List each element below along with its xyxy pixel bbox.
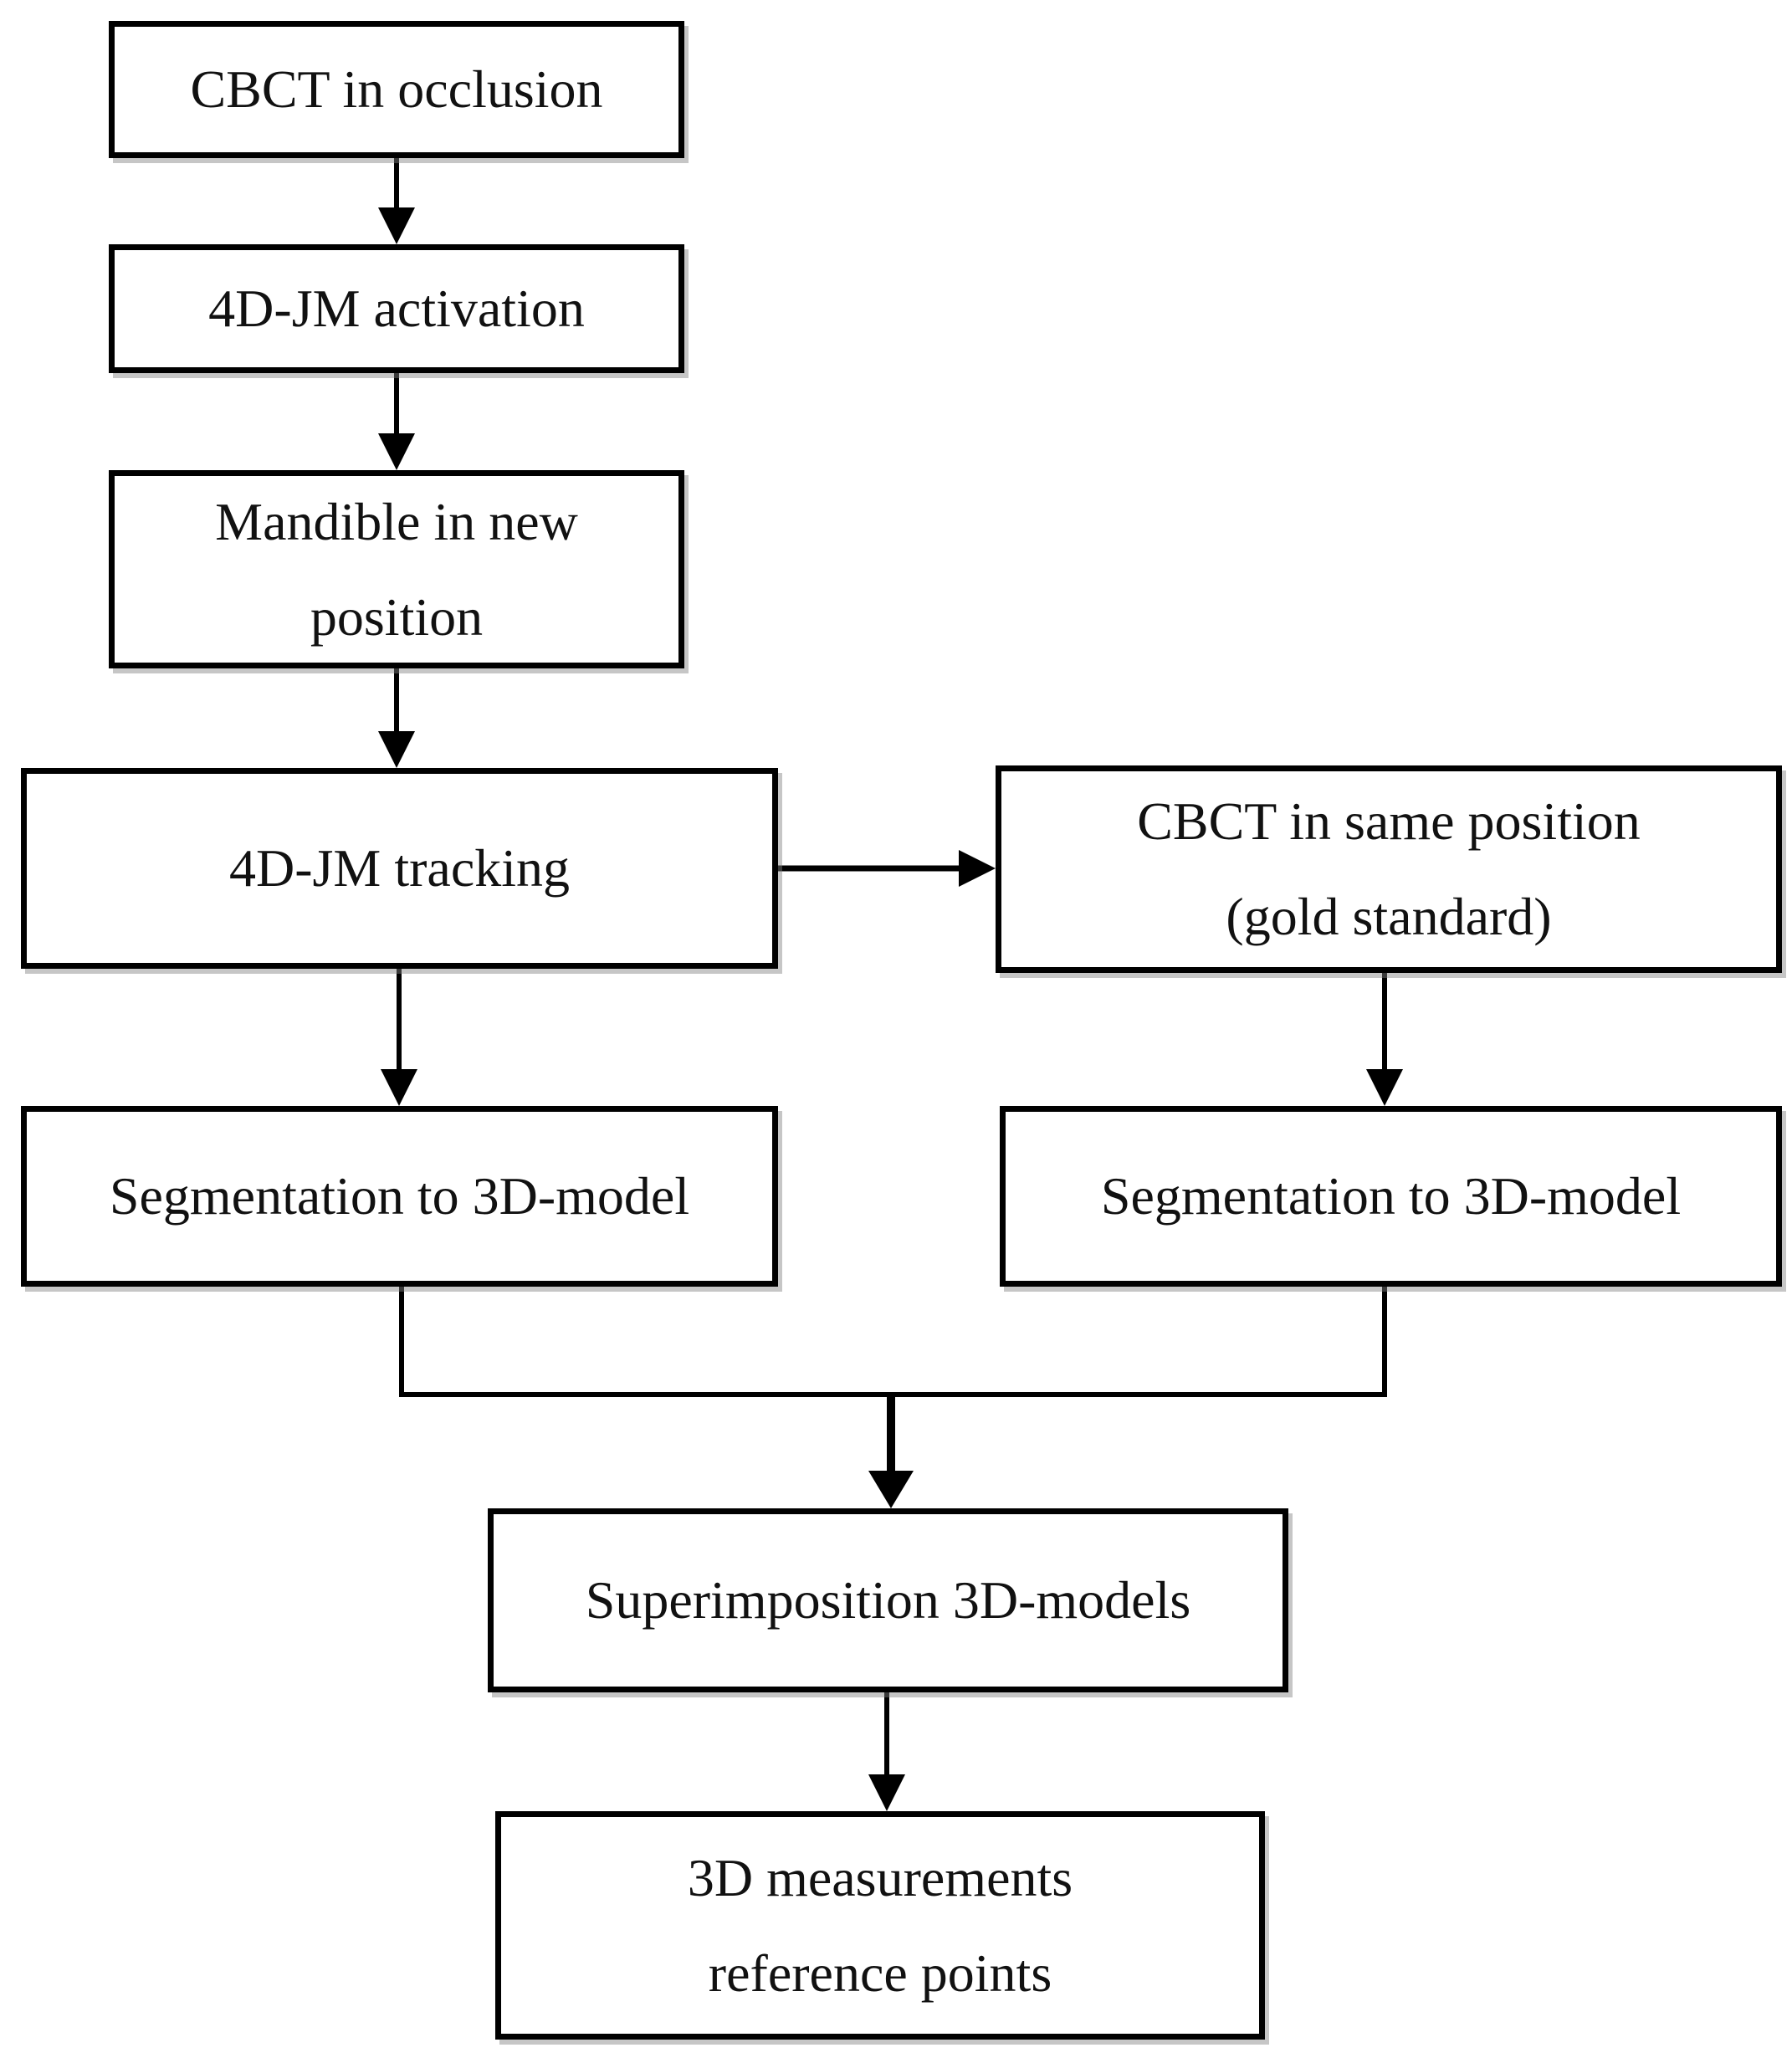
node-4djm-tracking: 4D-JM tracking	[21, 768, 778, 969]
node-mandible-new-position: Mandible in new position	[109, 470, 684, 668]
arrow-cbct-same-to-segmentation-right	[1366, 970, 1403, 1106]
node-superimposition: Superimposition 3D-models	[488, 1508, 1288, 1692]
node-superimposition-label: Superimposition 3D-models	[585, 1570, 1191, 1630]
node-3d-measurements: 3D measurements reference points	[495, 1811, 1265, 2040]
node-cbct-same-position-label: CBCT in same position (gold standard)	[1137, 791, 1641, 946]
node-cbct-in-occlusion: CBCT in occlusion	[109, 21, 684, 158]
node-segmentation-left-label: Segmentation to 3D-model	[109, 1166, 690, 1226]
node-segmentation-right-label: Segmentation to 3D-model	[1100, 1166, 1682, 1226]
node-4djm-tracking-label: 4D-JM tracking	[228, 838, 571, 898]
node-4djm-activation: 4D-JM activation	[109, 244, 684, 373]
merge-connector	[399, 1284, 1387, 1508]
node-segmentation-left: Segmentation to 3D-model	[21, 1106, 778, 1287]
arrow-superimposition-to-measurements	[868, 1690, 905, 1811]
arrow-activation-to-mandible	[378, 371, 415, 470]
node-cbct-in-occlusion-label: CBCT in occlusion	[190, 59, 603, 120]
node-4djm-activation-label: 4D-JM activation	[208, 279, 585, 339]
arrow-occlusion-to-activation	[378, 155, 415, 244]
node-3d-measurements-label: 3D measurements reference points	[687, 1847, 1073, 2003]
node-mandible-new-position-label: Mandible in new position	[215, 491, 578, 647]
node-segmentation-right: Segmentation to 3D-model	[1000, 1106, 1782, 1287]
node-cbct-same-position: CBCT in same position (gold standard)	[996, 765, 1782, 973]
arrow-tracking-to-cbct-same	[776, 850, 996, 887]
arrow-tracking-to-segmentation-left	[381, 966, 417, 1106]
arrow-mandible-to-tracking	[378, 666, 415, 768]
